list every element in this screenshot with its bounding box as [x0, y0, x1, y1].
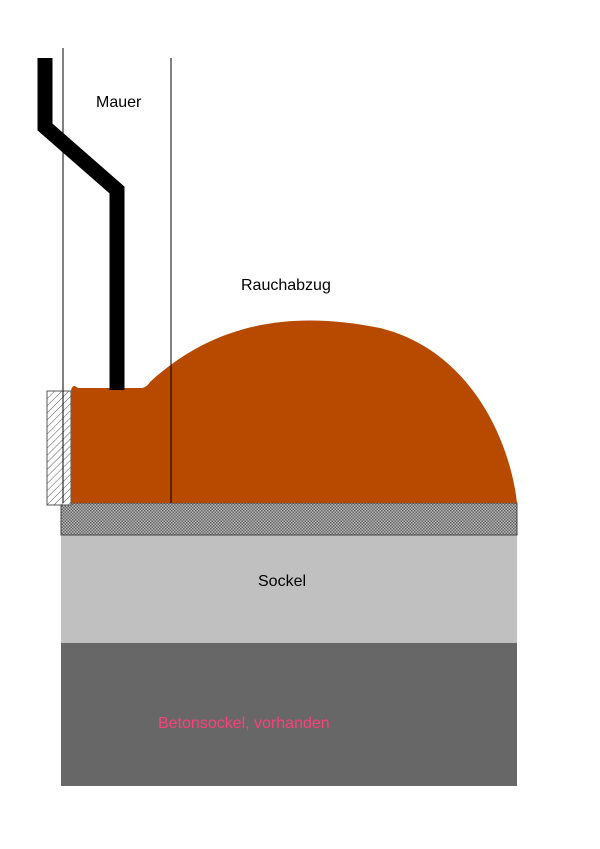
wall-label: Mauer — [96, 94, 142, 111]
concrete-label: Betonsockel, vorhanden — [158, 715, 330, 732]
insulation-layer — [60, 502, 518, 536]
wall-hatched-section — [46, 390, 72, 506]
oven-dome — [71, 320, 517, 503]
base-block — [61, 535, 517, 643]
flue-pipe — [37, 58, 125, 390]
chimney-label: Rauchabzug — [241, 277, 331, 294]
base-label: Sockel — [258, 573, 306, 590]
concrete-foundation — [61, 643, 517, 786]
